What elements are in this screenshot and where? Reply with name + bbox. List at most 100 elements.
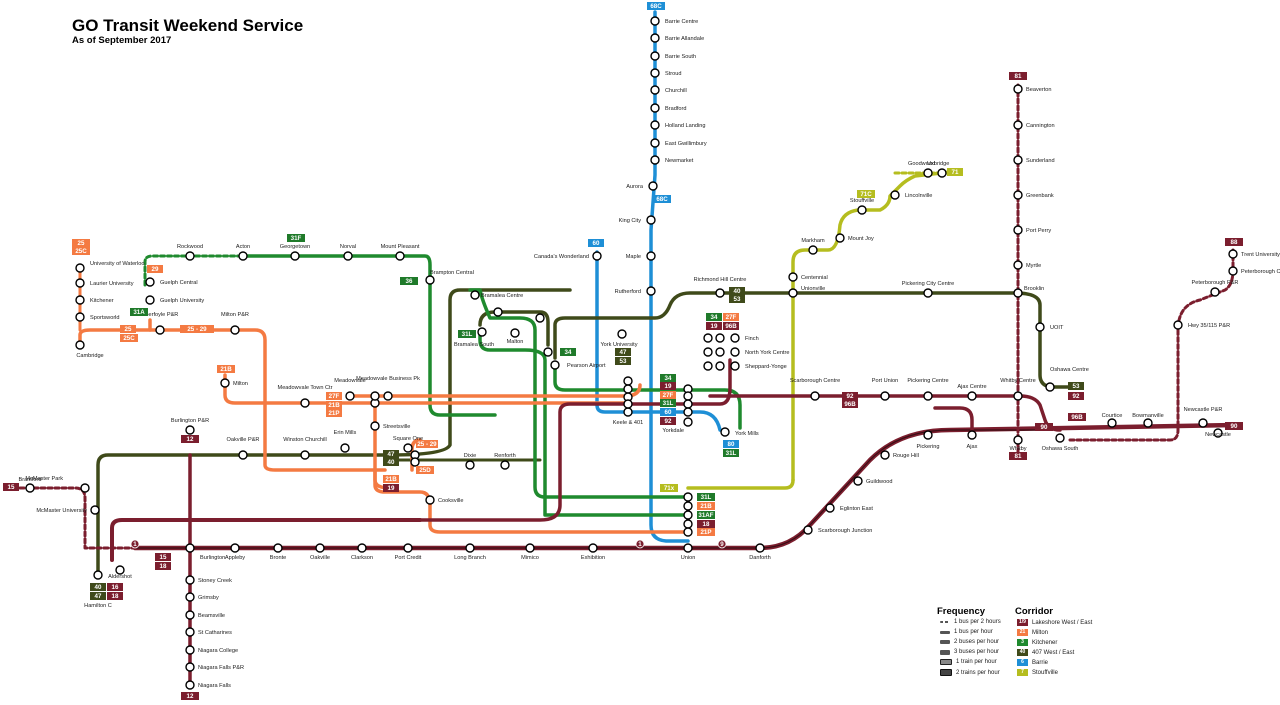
- station-trent-university[interactable]: [1228, 249, 1238, 259]
- route-badge[interactable]: 40: [383, 458, 399, 466]
- station-barrie-centre[interactable]: [650, 16, 660, 26]
- station-bradford[interactable]: [650, 103, 660, 113]
- route-badge[interactable]: 92: [1068, 392, 1084, 400]
- route-badge[interactable]: 53: [1068, 382, 1084, 390]
- station-pearson-airport[interactable]: [550, 360, 560, 370]
- station-oakville-pr[interactable]: [238, 450, 248, 460]
- route-badge[interactable]: 90: [1225, 422, 1243, 430]
- station-port-credit[interactable]: [403, 543, 413, 553]
- route-badge[interactable]: 25 - 29: [180, 325, 214, 333]
- station-mcmaster-university[interactable]: [90, 505, 100, 515]
- route-badge[interactable]: 36: [400, 277, 418, 285]
- route-badge[interactable]: 31L: [660, 399, 676, 407]
- station-richmond-hill-centre[interactable]: [715, 288, 725, 298]
- station-niagara-falls-pr[interactable]: [185, 662, 195, 672]
- station-peterborough-centre[interactable]: [1228, 266, 1238, 276]
- station-barrie-allandale[interactable]: [650, 33, 660, 43]
- station-pickering[interactable]: [923, 430, 933, 440]
- station-canadas-wonderland[interactable]: [592, 251, 602, 261]
- station-aurora[interactable]: [648, 181, 658, 191]
- station-laurier-university[interactable]: [75, 278, 85, 288]
- station-winston-churchill[interactable]: [300, 450, 310, 460]
- station-newcastle[interactable]: [1213, 428, 1223, 438]
- station-cooksville[interactable]: [425, 495, 435, 505]
- route-badge[interactable]: 31F: [287, 234, 305, 242]
- station-mcmaster-park[interactable]: [80, 483, 90, 493]
- route-badge[interactable]: 12: [181, 435, 199, 443]
- route-badge[interactable]: 53: [615, 357, 631, 365]
- station-rockwood[interactable]: [185, 251, 195, 261]
- station-uxbridge[interactable]: [937, 168, 947, 178]
- station-markham[interactable]: [808, 245, 818, 255]
- route-badge[interactable]: 21P: [697, 528, 715, 536]
- route-badge[interactable]: 19: [660, 382, 676, 390]
- station-erin-mills[interactable]: [340, 443, 350, 453]
- station-scarborough-junction[interactable]: [803, 525, 813, 535]
- station-unionville[interactable]: [788, 288, 798, 298]
- route-badge[interactable]: 53: [729, 295, 745, 303]
- route-badge[interactable]: 88: [1225, 238, 1243, 246]
- station-streetsville[interactable]: [370, 421, 380, 431]
- station-king-city[interactable]: [646, 215, 656, 225]
- station-finch[interactable]: [730, 333, 740, 343]
- station-churchill[interactable]: [650, 85, 660, 95]
- station-ajax-centre[interactable]: [967, 391, 977, 401]
- station-york-university[interactable]: [617, 329, 627, 339]
- station-yorkdale[interactable]: [683, 417, 693, 427]
- route-badge[interactable]: 25: [72, 239, 90, 247]
- station-hamilton-c[interactable]: [93, 570, 103, 580]
- route-badge[interactable]: 71C: [857, 190, 875, 198]
- station-long-branch[interactable]: [465, 543, 475, 553]
- route-badge[interactable]: 16: [107, 583, 123, 591]
- station-goodwood[interactable]: [923, 168, 933, 178]
- route-badge[interactable]: 21B: [217, 365, 235, 373]
- route-badge[interactable]: 68C: [647, 2, 665, 10]
- station-brantford[interactable]: [25, 483, 35, 493]
- route-badge[interactable]: 18: [155, 562, 171, 570]
- route-badge[interactable]: 71x: [660, 484, 678, 492]
- route-badge[interactable]: 21P: [326, 409, 342, 417]
- station-north-york-centre[interactable]: [730, 347, 740, 357]
- route-badge[interactable]: 12: [181, 692, 199, 700]
- route-badge[interactable]: 34: [560, 348, 576, 356]
- station-mimico[interactable]: [525, 543, 535, 553]
- route-badge[interactable]: 47: [90, 592, 106, 600]
- route-badge[interactable]: 60: [588, 239, 604, 247]
- station-stroud[interactable]: [650, 68, 660, 78]
- station-pickering-city-centre[interactable]: [923, 288, 933, 298]
- route-badge[interactable]: 15: [3, 483, 19, 491]
- station-danforth[interactable]: [755, 543, 765, 553]
- station-milton-pr[interactable]: [230, 325, 240, 335]
- station-brampton-central[interactable]: [425, 275, 435, 285]
- route-badge[interactable]: 31AF: [697, 511, 715, 519]
- route-badge[interactable]: 27F: [723, 313, 739, 321]
- station-maple[interactable]: [646, 251, 656, 261]
- route-badge[interactable]: 81: [1009, 452, 1027, 460]
- station-kitchener[interactable]: [75, 295, 85, 305]
- station-centennial[interactable]: [788, 272, 798, 282]
- station-exhibition[interactable]: [588, 543, 598, 553]
- station-barrie-south[interactable]: [650, 51, 660, 61]
- station-meadowvale-town-ctr[interactable]: [300, 398, 310, 408]
- station-keele-401[interactable]: [623, 407, 633, 417]
- route-badge[interactable]: 18: [697, 520, 715, 528]
- station-bramalea-south[interactable]: [477, 327, 487, 337]
- station-ajax[interactable]: [967, 430, 977, 440]
- route-badge[interactable]: 31L: [697, 493, 715, 501]
- station-rutherford[interactable]: [646, 286, 656, 296]
- route-badge[interactable]: 25 - 29: [416, 440, 438, 448]
- station-malton[interactable]: [510, 328, 520, 338]
- station-newcastle-pr[interactable]: [1198, 418, 1208, 428]
- route-badge[interactable]: 18: [107, 592, 123, 600]
- station-norval[interactable]: [343, 251, 353, 261]
- station-sheppard-yonge[interactable]: [730, 361, 740, 371]
- route-badge[interactable]: 27F: [326, 392, 342, 400]
- station-oshawa-south[interactable]: [1055, 433, 1065, 443]
- station-university-of-waterloo[interactable]: [75, 263, 85, 273]
- route-badge[interactable]: 25: [120, 325, 136, 333]
- route-badge[interactable]: 90: [1035, 423, 1053, 431]
- route-badge[interactable]: 81: [1009, 72, 1027, 80]
- route-badge[interactable]: 19: [383, 484, 399, 492]
- station-grimsby[interactable]: [185, 592, 195, 602]
- route-badge[interactable]: 25C: [72, 247, 90, 255]
